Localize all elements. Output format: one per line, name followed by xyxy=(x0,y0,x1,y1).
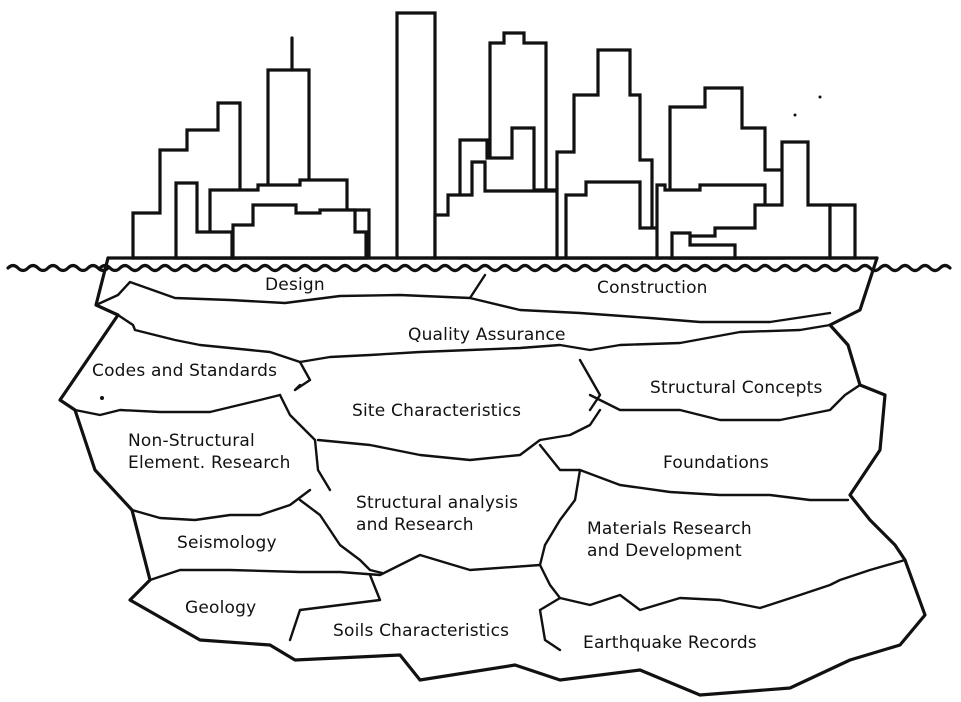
region-label-quality-assurance: Quality Assurance xyxy=(408,325,566,345)
building-far-right-d xyxy=(828,203,857,260)
region-label-foundations: Foundations xyxy=(663,453,769,473)
region-label-structural-concepts: Structural Concepts xyxy=(650,378,823,398)
region-label-earthquake-records: Earthquake Records xyxy=(583,633,757,653)
region-label-codes-and-standards: Codes and Standards xyxy=(92,361,278,381)
region-boundaries xyxy=(73,273,907,652)
region-label-non-structural-element-research: Non-Structural Element. Research xyxy=(128,431,291,473)
region-label-geology: Geology xyxy=(185,598,257,618)
region-label-site-characteristics: Site Characteristics xyxy=(352,401,522,421)
speck xyxy=(818,95,822,99)
region-label-seismology: Seismology xyxy=(177,533,277,553)
building-low-left-b xyxy=(231,203,368,260)
city-skyline xyxy=(131,11,857,260)
water-surface-mid xyxy=(98,263,882,273)
region-label-construction: Construction xyxy=(597,278,708,298)
building-tall-center xyxy=(395,11,437,260)
water-surface xyxy=(6,263,952,273)
region-label-structural-analysis-and-research: Structural analysis and Research xyxy=(356,493,519,535)
speck xyxy=(793,113,797,117)
iceberg-outline xyxy=(58,256,927,697)
region-label-materials-research-and-development: Materials Research and Development xyxy=(587,519,752,561)
speck xyxy=(100,396,104,400)
region-label-soils-characteristics: Soils Characteristics xyxy=(333,621,510,641)
region-label-design: Design xyxy=(265,275,325,295)
